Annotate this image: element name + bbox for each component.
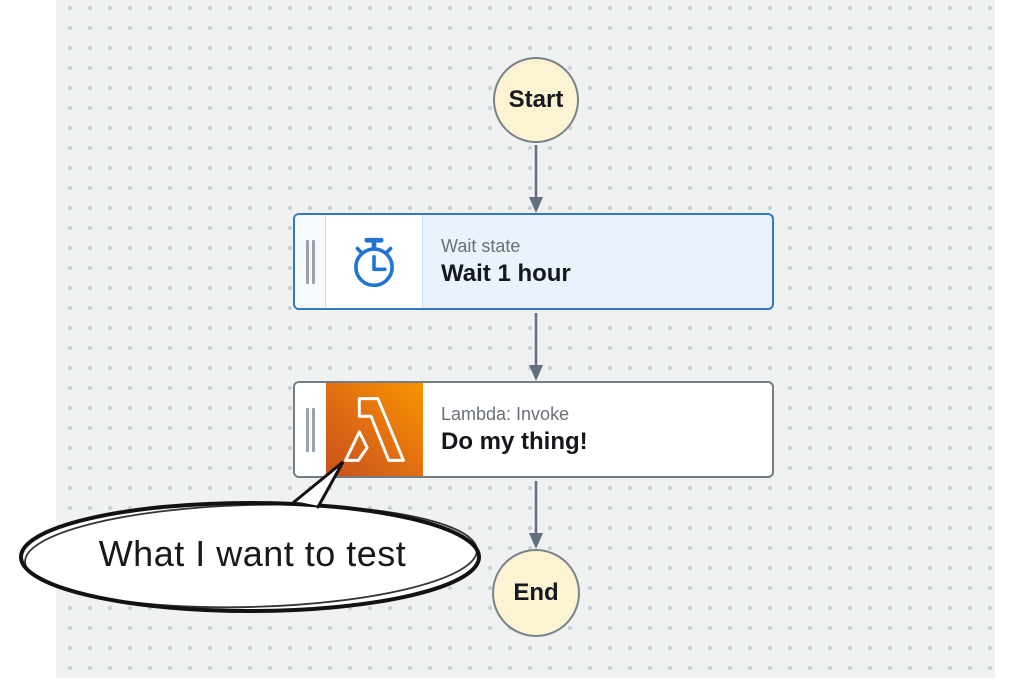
- drag-handle[interactable]: [295, 215, 326, 308]
- start-node: Start: [493, 57, 579, 143]
- state-type-label: Lambda: Invoke: [441, 403, 570, 424]
- end-node: End: [492, 549, 580, 637]
- state-name-label: Do my thing!: [441, 427, 588, 455]
- end-node-label: End: [513, 579, 559, 606]
- stopwatch-icon: [326, 215, 423, 308]
- callout-text: What I want to test: [98, 533, 407, 574]
- state-node-lambda[interactable]: Lambda: Invoke Do my thing!: [293, 381, 774, 478]
- state-name-label: Wait 1 hour: [441, 259, 571, 287]
- drag-handle[interactable]: [295, 383, 326, 476]
- state-type-label: Wait state: [441, 235, 521, 256]
- state-node-wait[interactable]: Wait state Wait 1 hour: [293, 213, 774, 310]
- start-node-label: Start: [508, 86, 564, 113]
- lambda-icon: [326, 383, 423, 476]
